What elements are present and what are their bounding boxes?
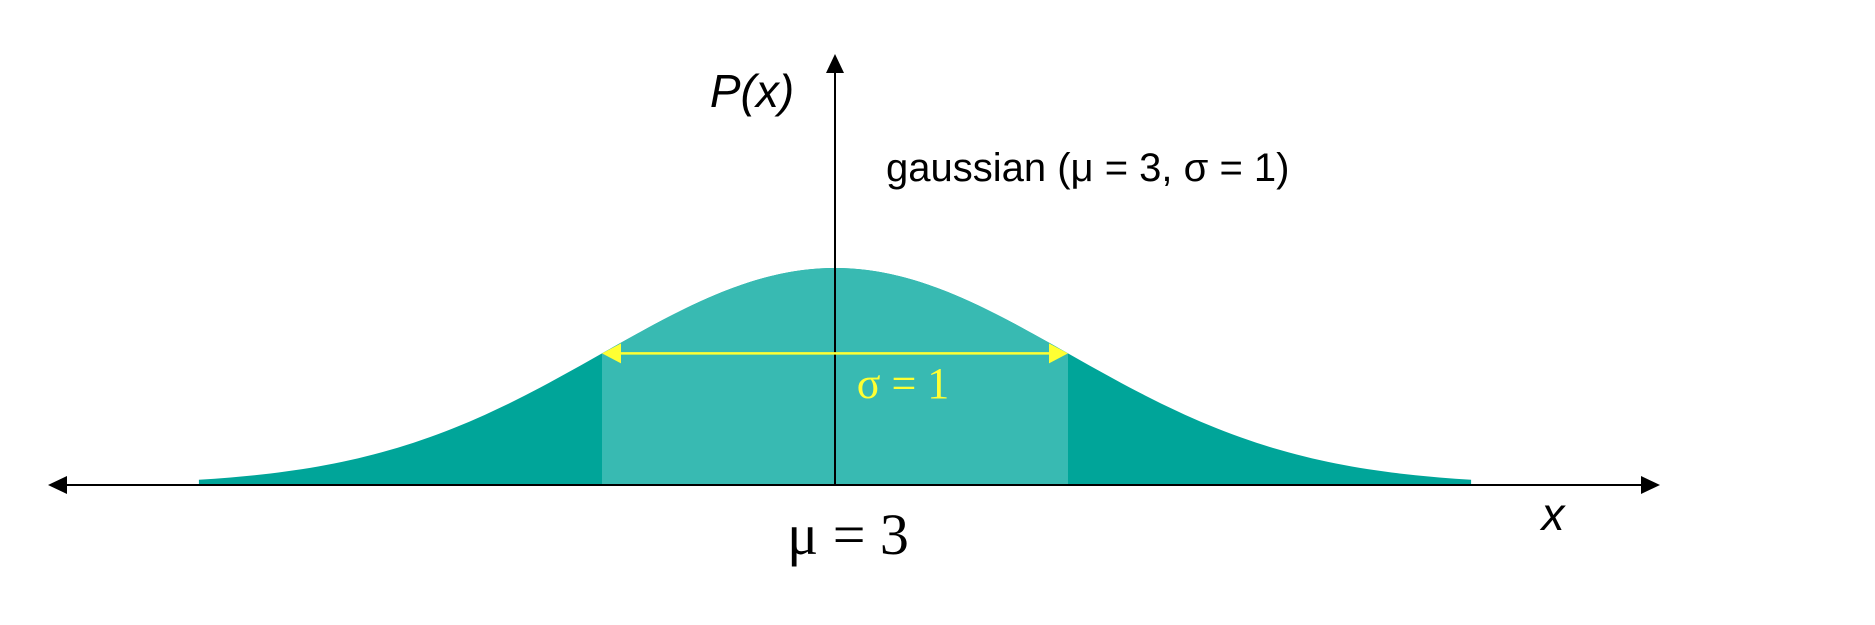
y-axis-arrow — [826, 54, 844, 73]
sigma-label: σ = 1 — [857, 359, 950, 408]
chart-subtitle: gaussian (μ = 3, σ = 1) — [886, 146, 1290, 190]
x-axis-left-arrow — [48, 476, 67, 494]
sigma-marker-left-arrow — [602, 343, 621, 364]
y-axis-label: P(x) — [710, 65, 794, 117]
sigma-marker-right-arrow — [1049, 343, 1068, 364]
x-axis-label: x — [1540, 488, 1567, 540]
plot-area — [48, 54, 1660, 494]
mu-label: μ = 3 — [787, 502, 909, 567]
x-axis-right-arrow — [1641, 476, 1660, 494]
